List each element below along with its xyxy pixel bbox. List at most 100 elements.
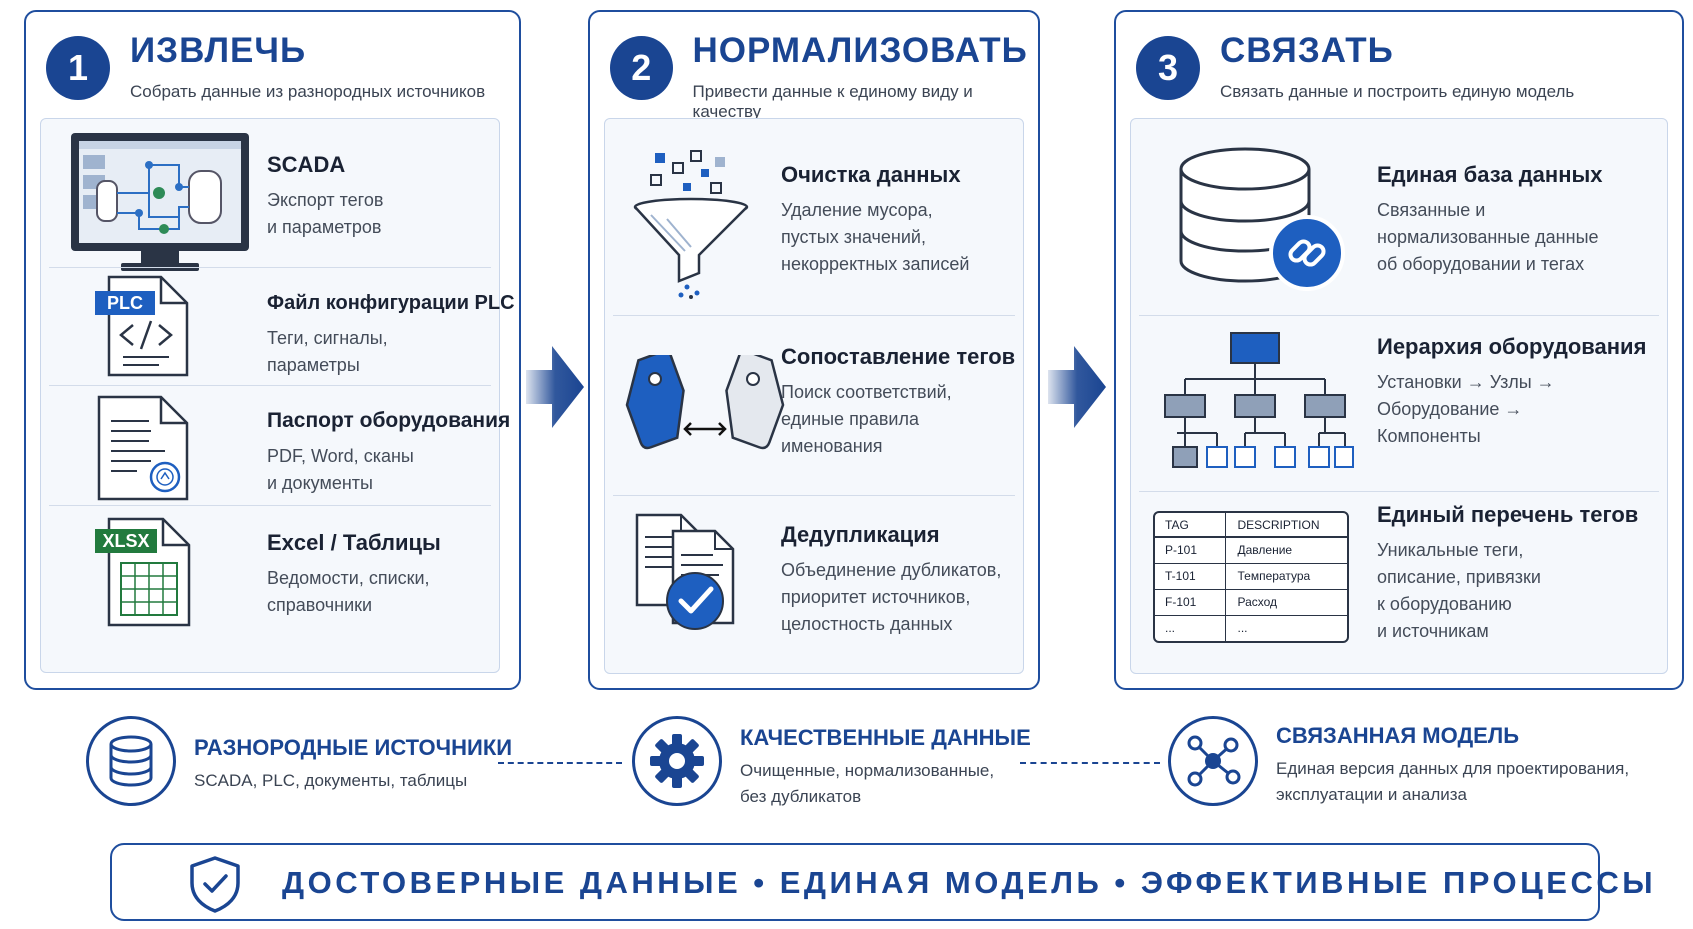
outcome-sources-desc: SCADA, PLC, документы, таблицы	[194, 768, 512, 794]
dashed-connector	[1020, 762, 1160, 764]
divider	[613, 315, 1015, 316]
model-title-hierarchy: Иерархия оборудования	[1377, 334, 1647, 359]
normalize-item-tags: Сопоставление тегов Поиск соответствий, …	[613, 315, 1015, 495]
gear-icon	[650, 734, 704, 788]
value-banner-text: ДОСТОВЕРНЫЕ ДАННЫЕ • ЕДИНАЯ МОДЕЛЬ • ЭФФ…	[282, 865, 1657, 900]
desc-line: Уникальные теги,	[1377, 540, 1524, 560]
tags-match-icon	[625, 355, 785, 450]
desc-line: Объединение дубликатов,	[781, 560, 1002, 580]
step-1-subtitle: Собрать данные из разнородных источников	[130, 82, 486, 101]
scada-monitor-icon	[71, 133, 249, 271]
hierarchy-icon	[1164, 332, 1354, 468]
tag-cell: T-101	[1155, 563, 1226, 589]
step-2-header: 2 НОРМАЛИЗОВАТЬ Привести данные к едином…	[610, 30, 1038, 122]
desc-line: и параметров	[267, 217, 382, 237]
funnel-icon	[633, 150, 749, 299]
tag-table-icon: TAG DESCRIPTION P-101 Давление T-101 Тем…	[1153, 511, 1349, 643]
desc-line: Ведомости, списки,	[267, 568, 430, 588]
desc-line: параметры	[267, 355, 360, 375]
tag-table-row: F-101 Расход	[1155, 589, 1347, 615]
desc-line: Установки → Узлы →	[1377, 372, 1555, 392]
normalize-title-dedup: Дедупликация	[781, 522, 940, 547]
tag-cell: ...	[1155, 615, 1226, 641]
plc-label: PLC	[107, 293, 143, 313]
outcome-model-badge	[1168, 716, 1258, 806]
step-2-title: НОРМАЛИЗОВАТЬ	[692, 31, 1028, 70]
tag-table-header-row: TAG DESCRIPTION	[1155, 513, 1347, 537]
desc-line: Очищенные, нормализованные,	[740, 761, 995, 780]
model-desc-hierarchy: Установки → Узлы → Оборудование → Компон…	[1377, 369, 1646, 450]
desc-line: Единая версия данных для проектирования,	[1276, 759, 1630, 778]
step-1-header: 1 ИЗВЛЕЧЬ Собрать данные из разнородных …	[46, 30, 485, 102]
tag-table-row: ... ...	[1155, 615, 1347, 641]
source-item-plc: PLC Файл конфигурации PLC Теги, сигналы,…	[49, 267, 515, 385]
divider	[1139, 315, 1659, 316]
network-nodes-icon	[1187, 735, 1241, 787]
desc-line: без дубликатов	[740, 787, 862, 806]
desc-line: к оборудованию	[1377, 594, 1512, 614]
desc-line: об оборудовании и тегах	[1377, 254, 1585, 274]
database-icon	[109, 735, 153, 787]
normalize-desc-tags: Поиск соответствий, единые правила имено…	[781, 379, 1015, 460]
model-desc-database: Связанные и нормализованные данные об об…	[1377, 197, 1603, 278]
source-desc-scada: Экспорт тегов и параметров	[267, 187, 383, 241]
desc-line: справочники	[267, 595, 373, 615]
desc-line: некорректных записей	[781, 254, 970, 274]
model-desc-tag-list: Уникальные теги, описание, привязки к об…	[1377, 537, 1638, 645]
desc-line: приоритет источников,	[781, 587, 971, 607]
step-2-items-panel: Очистка данных Удаление мусора, пустых з…	[604, 118, 1024, 674]
desc-line: эксплуатации и анализа	[1276, 785, 1468, 804]
step-3-header: 3 СВЯЗАТЬ Связать данные и построить еди…	[1136, 30, 1574, 102]
source-title-plc: Файл конфигурации PLC	[267, 292, 515, 314]
step-1-items-panel: SCADA Экспорт тегов и параметров PLC Фай…	[40, 118, 515, 673]
step-1-title: ИЗВЛЕЧЬ	[130, 31, 307, 70]
normalize-desc-dedup: Объединение дубликатов, приоритет источн…	[781, 557, 1001, 638]
desc-line: целостность данных	[781, 614, 953, 634]
tag-cell: ...	[1237, 621, 1248, 636]
source-item-scada: SCADA Экспорт тегов и параметров	[49, 119, 491, 279]
database-link-icon	[1179, 147, 1345, 291]
source-desc-excel: Ведомости, списки, справочники	[267, 565, 441, 619]
tag-cell: F-101	[1155, 589, 1226, 615]
source-title-scada: SCADA	[267, 152, 346, 177]
tag-cell: Давление	[1237, 543, 1293, 558]
step-2-subtitle: Привести данные к единому виду и качеств…	[692, 82, 973, 121]
normalize-item-dedup: Дедупликация Объединение дубликатов, при…	[613, 495, 1015, 665]
desc-line: именования	[781, 436, 883, 456]
tag-table-row: T-101 Температура	[1155, 563, 1347, 589]
model-item-hierarchy: Иерархия оборудования Установки → Узлы →…	[1139, 315, 1659, 491]
step-2-number: 2	[610, 36, 673, 100]
outcome-sources-badge	[86, 716, 176, 806]
desc-line: SCADA, PLC, документы, таблицы	[194, 771, 468, 790]
source-desc-plc: Теги, сигналы, параметры	[267, 325, 515, 379]
desc-line: Компоненты	[1377, 426, 1481, 446]
step-3-number: 3	[1136, 36, 1200, 100]
step-3-title: СВЯЗАТЬ	[1220, 31, 1394, 70]
dashed-connector	[498, 762, 622, 764]
desc-line: описание, привязки	[1377, 567, 1541, 587]
deduplicate-docs-icon	[635, 513, 735, 630]
desc-line: Поиск соответствий,	[781, 382, 952, 402]
model-item-database: Единая база данных Связанные и нормализо…	[1139, 119, 1659, 315]
normalize-item-cleaning: Очистка данных Удаление мусора, пустых з…	[613, 119, 1015, 315]
document-certificate-icon	[97, 395, 189, 501]
divider	[1139, 491, 1659, 492]
model-title-tag-list: Единый перечень тегов	[1377, 502, 1639, 527]
desc-line: Оборудование →	[1377, 399, 1523, 419]
step-1-panel: 1 ИЗВЛЕЧЬ Собрать данные из разнородных …	[24, 10, 521, 690]
normalize-title-tags: Сопоставление тегов	[781, 344, 1016, 369]
tag-table-header: DESCRIPTION	[1237, 517, 1320, 532]
outcome-model-desc: Единая версия данных для проектирования,…	[1276, 756, 1629, 808]
divider	[49, 505, 491, 506]
source-title-passport: Паспорт оборудования	[267, 409, 511, 432]
desc-line: и источникам	[1377, 621, 1489, 641]
outcome-sources: РАЗНОРОДНЫЕ ИСТОЧНИКИ SCADA, PLC, докуме…	[86, 716, 512, 806]
desc-line: нормализованные данные	[1377, 227, 1599, 247]
flow-arrow-1-icon	[526, 346, 584, 428]
desc-line: и документы	[267, 473, 373, 493]
source-title-excel: Excel / Таблицы	[267, 530, 441, 555]
tag-cell: Температура	[1237, 569, 1311, 583]
tag-table-row: P-101 Давление	[1155, 537, 1347, 563]
divider	[49, 267, 491, 268]
step-3-panel: 3 СВЯЗАТЬ Связать данные и построить еди…	[1114, 10, 1684, 690]
